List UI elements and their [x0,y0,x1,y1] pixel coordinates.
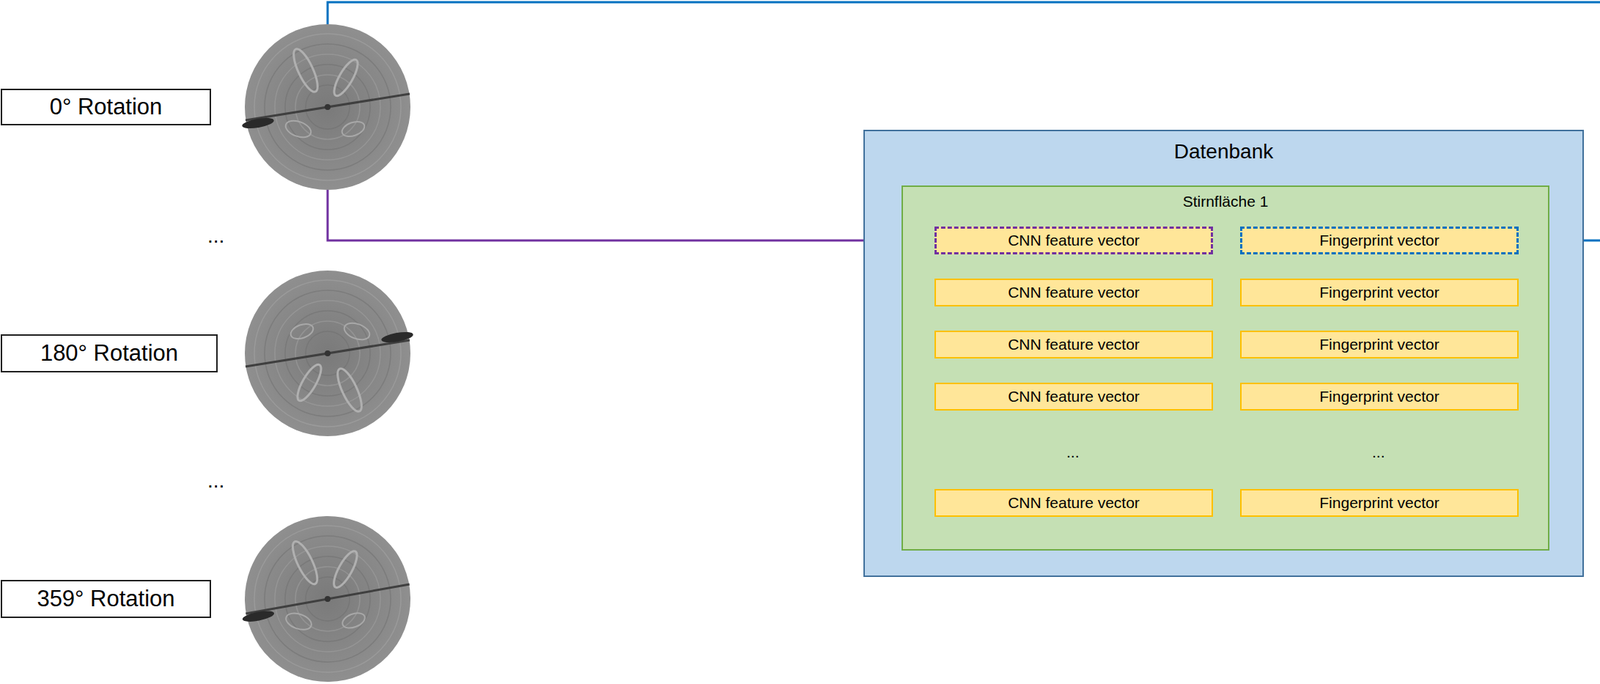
box-text: Fingerprint vector [1319,493,1439,512]
box-text: CNN feature vector [1007,335,1140,354]
endface-group: Stirnfläche 1CNN feature vectorFingerpri… [901,185,1550,551]
vector-box: Fingerprint vector [1240,488,1519,517]
box-text: 359° Rotation [36,585,175,613]
rotation-label-box: 359° Rotation [0,579,212,618]
ellipsis-label: ... [1372,443,1386,462]
endface-image [244,270,415,437]
vector-box: CNN feature vector [934,278,1214,307]
database-panel: DatenbankStirnfläche 1 CNN feature vector… [863,129,1584,577]
box-text: CNN feature vector [1007,283,1140,302]
vector-box: CNN feature vector [934,488,1214,517]
endface-image [241,24,411,190]
rotation-label-box: 0° Rotation [0,88,212,126]
box-text: CNN feature vector [1007,493,1140,512]
ellipsis-label: ... [207,224,225,248]
panel-heading: Datenbank [864,139,1583,164]
panel-heading: Stirnfläche 1 [902,192,1548,211]
endface-image [239,514,412,684]
vector-box: CNN feature vector [934,226,1214,255]
fingerprint-wire [327,2,1600,25]
ellipsis-label: ... [207,469,225,493]
vector-box: Fingerprint vector [1240,278,1519,307]
box-text: 180° Rotation [40,340,179,367]
box-text: Fingerprint vector [1319,283,1439,302]
vector-box: Fingerprint vector [1240,382,1519,411]
box-text: 0° Rotation [49,93,163,121]
vector-box: Fingerprint vector [1240,226,1519,255]
box-text: CNN feature vector [1007,231,1140,250]
box-text: CNN feature vector [1007,387,1140,406]
box-text: Fingerprint vector [1319,231,1439,250]
vector-box: CNN feature vector [934,382,1214,411]
vector-box: CNN feature vector [934,330,1214,359]
feature-arrow [327,189,934,241]
vector-box: Fingerprint vector [1240,330,1519,359]
box-text: Fingerprint vector [1319,335,1439,354]
rotation-label-box: 180° Rotation [0,334,218,373]
ellipsis-label: ... [1066,443,1080,462]
box-text: Fingerprint vector [1319,387,1439,406]
